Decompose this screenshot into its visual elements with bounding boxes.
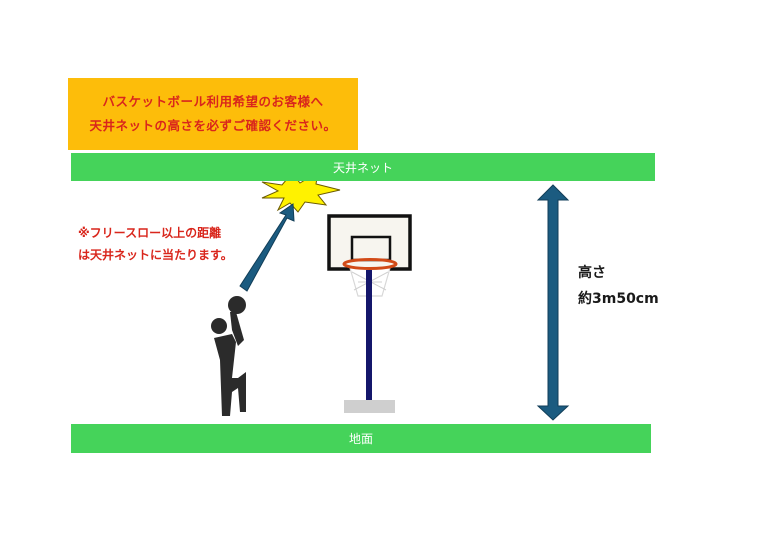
ceiling-net-label: 天井ネット — [332, 160, 393, 175]
trajectory-arrow-icon — [239, 203, 295, 292]
ceiling-net-bar: 天井ネット — [71, 153, 655, 181]
height-arrow-icon — [536, 184, 570, 421]
notice-box: バスケットボール利用希望のお客様へ 天井ネットの高さを必ずご確認ください。 — [68, 78, 358, 150]
warning-text: ※フリースロー以上の距離 は天井ネットに当たります。 — [78, 222, 233, 266]
height-annotation: 高さ 約3m50cm — [578, 260, 659, 312]
notice-line-2: 天井ネットの高さを必ずご確認ください。 — [89, 118, 337, 133]
basketball-hoop-icon — [327, 214, 412, 413]
height-value: 約3m50cm — [578, 291, 659, 307]
ground-label: 地面 — [348, 432, 373, 446]
basketball-player-icon — [211, 296, 246, 416]
ground-bar: 地面 — [71, 424, 651, 453]
notice-line-1: バスケットボール利用希望のお客様へ — [102, 94, 324, 109]
warning-line-2: は天井ネットに当たります。 — [78, 248, 233, 262]
height-label: 高さ — [578, 265, 606, 281]
warning-line-1: ※フリースロー以上の距離 — [78, 226, 222, 240]
